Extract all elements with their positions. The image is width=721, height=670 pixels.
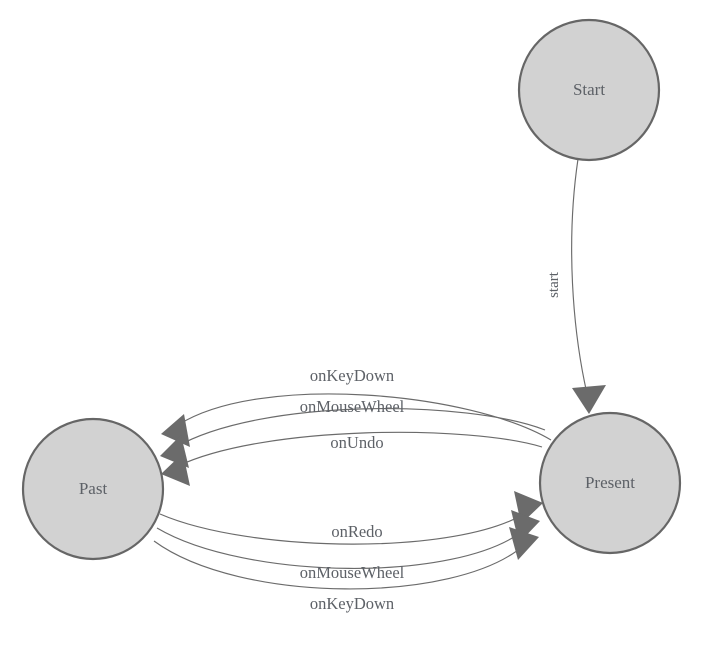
edge-present-to-past-onkeydown[interactable]: onKeyDown [161, 366, 552, 447]
arrow-head-present-past-3 [161, 453, 190, 486]
node-present-label: Present [585, 473, 635, 492]
edge-path-start-present [571, 158, 589, 399]
edge-past-to-present-onkeydown[interactable]: onKeyDown [153, 527, 539, 613]
edge-path-present-past-2 [175, 408, 546, 448]
edge-label-past-present-onredo: onRedo [331, 522, 382, 541]
edge-label-present-past-onundo: onUndo [330, 433, 383, 452]
node-start-circle [517, 18, 661, 162]
arrow-head-past-present-3 [509, 527, 539, 560]
edge-past-to-present-onredo[interactable]: onRedo [159, 491, 543, 545]
edge-past-to-present-onmousewheel[interactable]: onMouseWheel [156, 510, 540, 582]
edge-path-past-present-1 [159, 511, 528, 545]
edge-path-past-present-3 [153, 540, 524, 590]
edge-label-present-past-onkeydown: onKeyDown [310, 366, 394, 385]
edge-label-start: start [546, 271, 562, 298]
node-present[interactable]: Present [538, 411, 682, 555]
edge-path-past-present-2 [156, 527, 525, 569]
edge-label-past-present-onmousewheel: onMouseWheel [300, 563, 405, 582]
arrow-head-present-past-1 [161, 414, 190, 447]
edge-present-to-past-onundo[interactable]: onUndo [161, 431, 543, 486]
node-past-circle [21, 417, 165, 561]
edge-label-past-present-onkeydown: onKeyDown [310, 594, 394, 613]
node-past-label: Past [79, 479, 108, 498]
node-start-label: Start [573, 80, 605, 99]
edge-path-present-past-1 [177, 393, 552, 441]
node-start[interactable]: Start [517, 18, 661, 162]
edge-path-present-past-3 [177, 431, 543, 467]
arrow-head-start-present [572, 385, 606, 414]
node-past[interactable]: Past [21, 417, 165, 561]
node-present-circle [538, 411, 682, 555]
edge-start-to-present[interactable]: start [546, 158, 606, 414]
edge-label-present-past-onmousewheel: onMouseWheel [300, 397, 405, 416]
